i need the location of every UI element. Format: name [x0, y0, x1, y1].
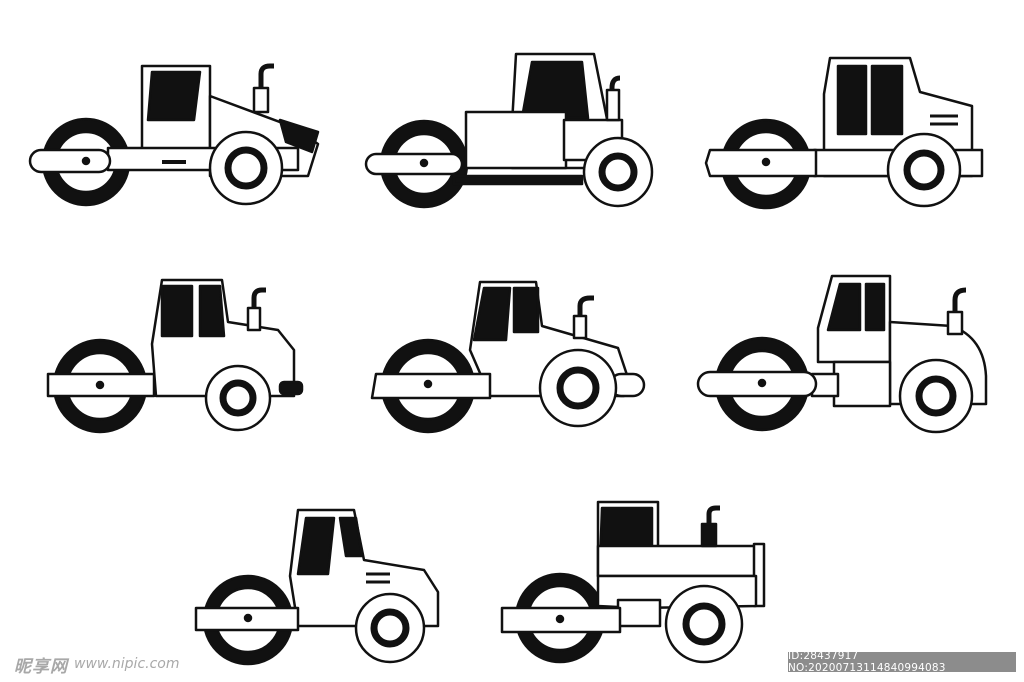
- road-roller-icon-8: [500, 500, 766, 664]
- road-roller-icon-2: [364, 52, 654, 209]
- road-roller-icon-1: [28, 63, 320, 207]
- road-roller-icon-5: [370, 280, 646, 434]
- road-roller-icon-3: [704, 56, 984, 210]
- road-roller-icon-6: [696, 274, 988, 434]
- road-roller-icon-7: [194, 508, 440, 666]
- road-roller-icon-4: [46, 278, 304, 434]
- site-watermark: 昵享网 www.nipic.com: [14, 652, 180, 677]
- image-id-badge: ID:28437917 NO:20200713114840994083: [788, 650, 1016, 674]
- site-url: www.nipic.com: [74, 656, 180, 672]
- site-logo: 昵享网: [14, 656, 68, 677]
